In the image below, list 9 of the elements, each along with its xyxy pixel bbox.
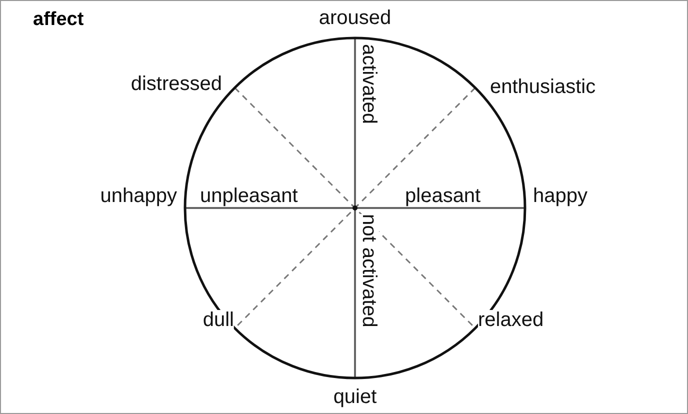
axis-label: not activated: [359, 214, 379, 328]
emotion-label: dull: [202, 310, 234, 330]
emotion-label: unpleasant: [200, 186, 298, 206]
emotion-label: happy: [533, 186, 588, 206]
emotion-label: relaxed: [478, 310, 544, 330]
emotion-label: pleasant: [405, 186, 481, 206]
title: affect: [33, 8, 84, 32]
emotion-label: quiet: [333, 387, 377, 407]
emotion-label: unhappy: [100, 186, 177, 206]
